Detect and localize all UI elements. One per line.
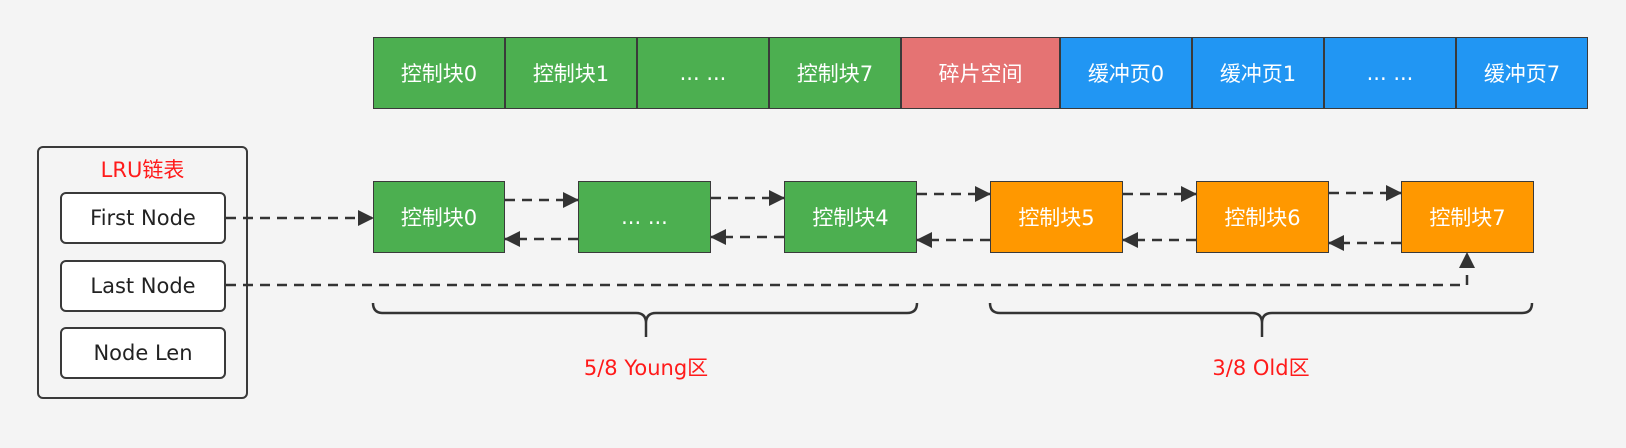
pool-control-block-7: 控制块7 <box>769 37 901 109</box>
first-node-field: First Node <box>60 192 226 244</box>
pool-cell-label: 缓冲页0 <box>1087 62 1165 86</box>
pool-control-block-1: 控制块1 <box>505 37 637 109</box>
young-zone-label: 5/8 Young区 <box>583 356 709 380</box>
node-len-field: Node Len <box>60 327 226 379</box>
last-node-pointer-arrow <box>226 252 1475 287</box>
list-node-label: 控制块5 <box>1018 206 1095 230</box>
pool-fragment-space: 碎片空间 <box>901 37 1060 109</box>
pool-cell-label: 控制块0 <box>400 62 478 86</box>
pool-cell-label: ... ... <box>679 61 727 85</box>
lru-list-title: LRU链表 <box>100 158 185 182</box>
pool-cell-label: ... ... <box>1366 61 1414 85</box>
pool-control-block-0: 控制块0 <box>373 37 505 109</box>
pool-cell-label: 控制块1 <box>532 62 610 86</box>
list-node-control-block-6: 控制块6 <box>1196 181 1329 253</box>
last-node-field: Last Node <box>60 260 226 312</box>
pool-buffer-page-0: 缓冲页0 <box>1060 37 1192 109</box>
list-node-control-block-5: 控制块5 <box>990 181 1123 253</box>
list-node-label: ... ... <box>621 205 668 229</box>
pool-control-block-ellipsis: ... ... <box>637 37 769 109</box>
lru-list-panel: LRU链表 First Node Last Node Node Len <box>37 146 248 399</box>
pool-buffer-page-1: 缓冲页1 <box>1192 37 1324 109</box>
pool-cell-label: 控制块7 <box>796 62 874 86</box>
list-node-ellipsis: ... ... <box>578 181 711 253</box>
pool-cell-label: 碎片空间 <box>938 62 1023 86</box>
list-node-control-block-0: 控制块0 <box>373 181 505 253</box>
young-zone-brace <box>371 302 919 337</box>
pool-buffer-page-7: 缓冲页7 <box>1456 37 1588 109</box>
list-node-control-block-7: 控制块7 <box>1401 181 1534 253</box>
first-node-label: First Node <box>90 206 196 230</box>
list-node-label: 控制块4 <box>812 206 889 230</box>
list-node-label: 控制块6 <box>1224 206 1301 230</box>
list-node-control-block-4: 控制块4 <box>784 181 917 253</box>
old-zone-brace <box>988 302 1534 337</box>
pool-cell-label: 缓冲页1 <box>1219 62 1297 86</box>
pool-cell-label: 缓冲页7 <box>1483 62 1561 86</box>
pool-buffer-page-ellipsis: ... ... <box>1324 37 1456 109</box>
old-zone-label: 3/8 Old区 <box>1212 356 1310 380</box>
list-node-label: 控制块0 <box>400 206 478 230</box>
list-node-label: 控制块7 <box>1429 206 1506 230</box>
node-len-label: Node Len <box>93 341 193 365</box>
last-node-label: Last Node <box>90 274 196 298</box>
